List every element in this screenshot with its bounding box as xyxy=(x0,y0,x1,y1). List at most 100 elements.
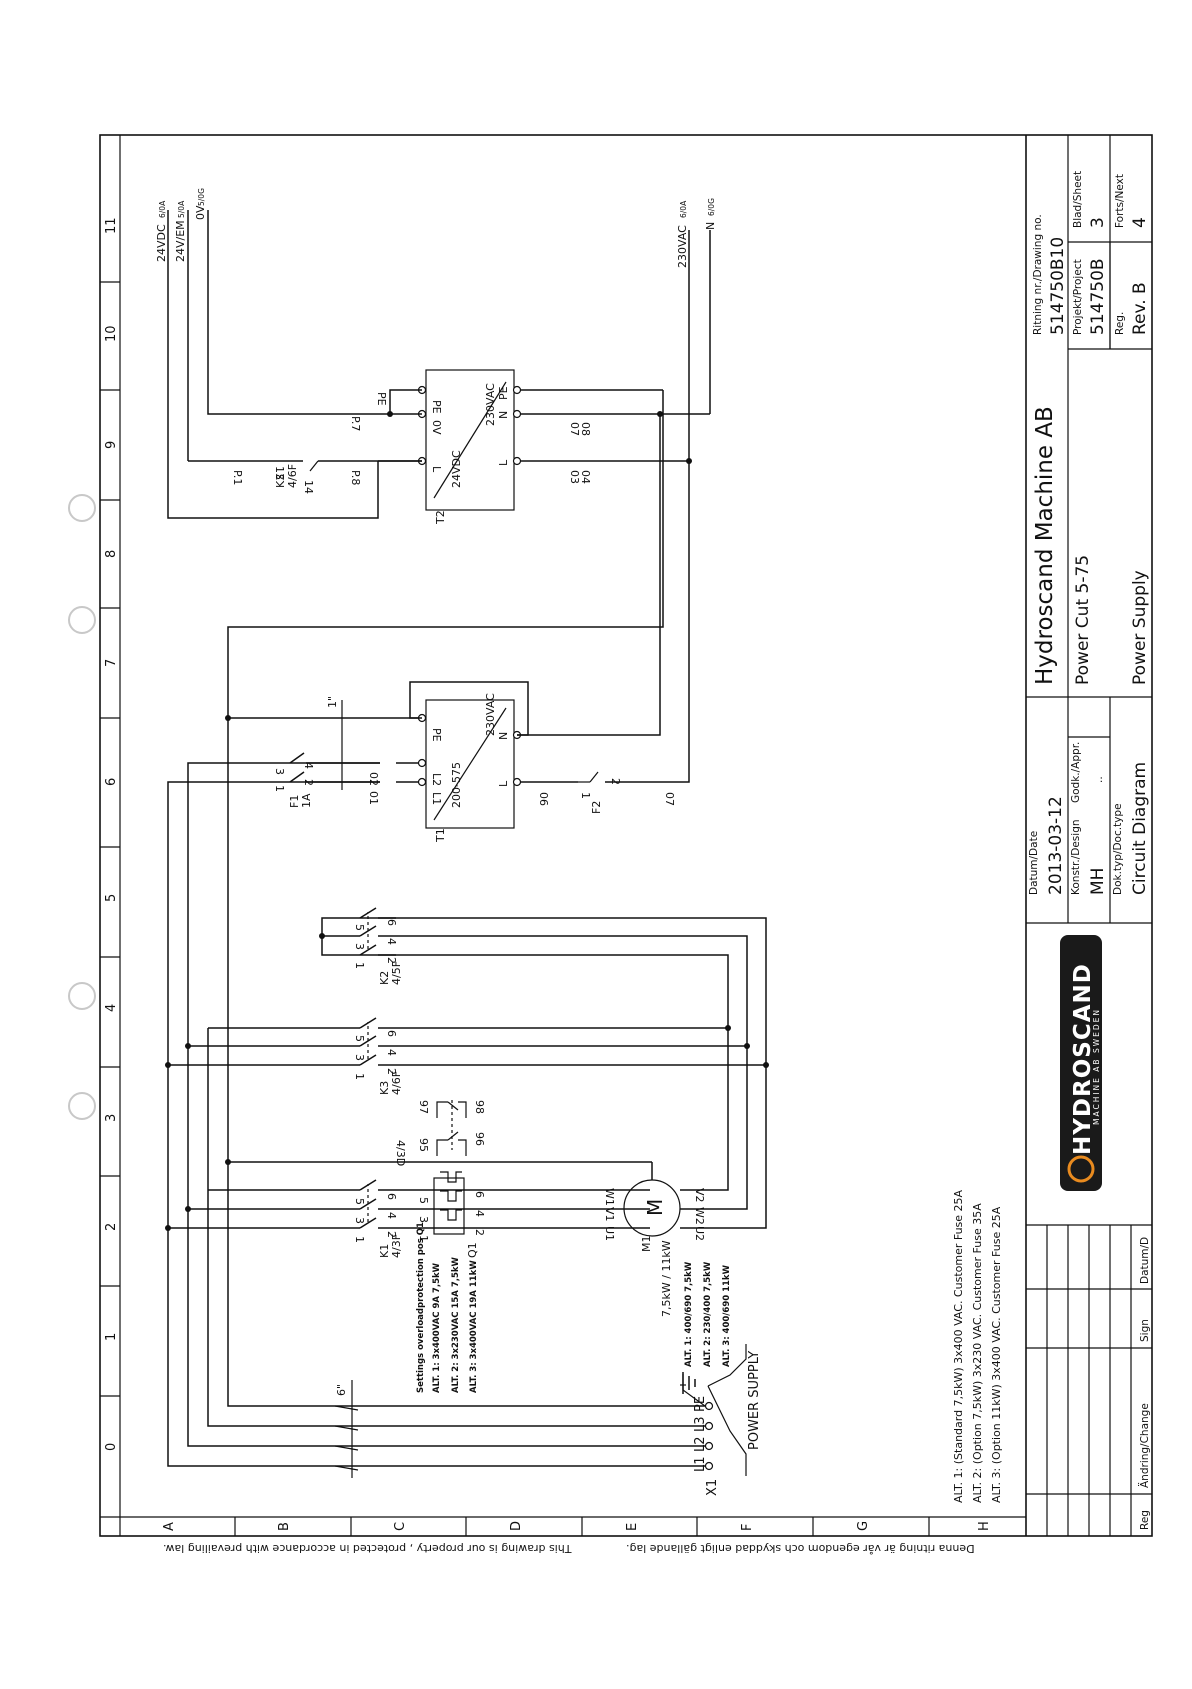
wire-24v xyxy=(167,210,379,519)
project-label: Projekt/Project xyxy=(1072,259,1084,335)
wire-pe xyxy=(227,390,705,1407)
t1-pe-link xyxy=(409,681,529,736)
contact-blade xyxy=(359,1054,377,1066)
title-block: Reg Ändring/Change Sign Datum/D HYDROSCA… xyxy=(1026,135,1152,1536)
k2-term-6: 6 xyxy=(385,919,398,926)
q1-aux-97: 97 xyxy=(417,1100,430,1114)
legal-notice-english: This drawing is our property , protected… xyxy=(163,1542,572,1555)
t2-term-pe-out: PE xyxy=(430,400,443,414)
overload-title: Settings overloadprotection pos Q1 xyxy=(416,1222,426,1393)
q1-aux-ref: 4/3D xyxy=(394,1140,407,1166)
contactor-group xyxy=(289,752,396,1229)
motor-w1: W1 xyxy=(603,1188,616,1206)
contactor-k1: K1 4/3F 1 3 5 2 4 6 xyxy=(353,1193,403,1258)
motor-symbol xyxy=(623,1179,681,1237)
t1-term-n: N xyxy=(497,732,510,740)
row-label-A: A xyxy=(162,1522,177,1531)
q1-aux-contact-a xyxy=(436,1139,448,1156)
revision-label: Reg. xyxy=(1114,312,1126,335)
drawing-no-label: Ritning nr./Drawing no. xyxy=(1032,214,1044,335)
row-labels: A B C D E F G H xyxy=(162,1521,992,1531)
t1-term-pe: PE xyxy=(430,728,443,742)
f1-rating: 1A xyxy=(300,793,313,808)
wire-07b: 07 xyxy=(568,422,581,436)
binder-hole xyxy=(68,494,96,522)
wire-01: 01 xyxy=(367,791,380,805)
note-alt3: ALT. 3: (Option 11kW) 3x400 VAC. Custome… xyxy=(990,1206,1003,1503)
wire-06: 06 xyxy=(537,792,550,806)
f1-term-2: 2 xyxy=(302,779,315,786)
q1-aux-96: 96 xyxy=(473,1132,486,1146)
output-0v: 0V xyxy=(194,205,207,220)
wire-03: 03 xyxy=(568,470,581,484)
revision-value: Rev. B xyxy=(1130,282,1150,335)
company-name: Hydroscand Machine AB xyxy=(1032,406,1058,685)
k3-term-6: 6 xyxy=(385,1030,398,1037)
f2-label: F2 xyxy=(590,801,603,814)
k2-term-1: 1 xyxy=(353,962,366,969)
rev-header-sign: Sign xyxy=(1139,1319,1151,1342)
pin-p8: P.8 xyxy=(349,470,362,485)
doctype-value: Circuit Diagram xyxy=(1130,762,1150,895)
column-label-9: 9 xyxy=(104,441,119,449)
output-24vdc: 24VDC xyxy=(155,224,168,262)
output-230vac-ref: 6/0A xyxy=(679,200,688,218)
binder-hole xyxy=(68,982,96,1010)
motor-u1: U1 xyxy=(603,1226,616,1241)
k3-term-4: 4 xyxy=(385,1049,398,1056)
motor-rating-alt3: ALT. 3: 400/690 11kW xyxy=(722,1264,732,1367)
t1-cable-label: 1" xyxy=(326,696,339,708)
column-labels: 0 1 2 3 4 5 6 7 8 9 10 11 xyxy=(104,217,119,1451)
k1-label: K1 xyxy=(378,1244,391,1258)
overload-alt2: ALT. 2: 3x230VAC 15A 7,5kW xyxy=(451,1256,461,1393)
k3-ref: 4/6F xyxy=(390,1071,403,1095)
row-label-B: B xyxy=(277,1522,292,1531)
outer-frame xyxy=(99,134,1153,1537)
k3b-ref: 4/6F xyxy=(286,464,299,488)
output-0v-ref: 5/0G xyxy=(197,188,206,206)
q1-body xyxy=(433,1177,465,1235)
t1-term-l: L xyxy=(497,780,510,787)
motor-v2-wire xyxy=(396,954,729,1191)
k1-term-5: 5 xyxy=(353,1198,366,1205)
binder-hole xyxy=(68,1092,96,1120)
wire-l3 xyxy=(207,1028,705,1427)
wire-04: 04 xyxy=(579,470,592,484)
column-label-2: 2 xyxy=(104,1223,119,1231)
product-name: Power Cut 5-75 xyxy=(1073,555,1093,685)
rev-header-date: Datum/D xyxy=(1139,1237,1151,1284)
supply-brace xyxy=(707,1385,747,1476)
column-label-8: 8 xyxy=(104,550,119,558)
fuse-f2: F2 1 2 07 xyxy=(517,411,692,814)
row-label-G: G xyxy=(856,1521,871,1531)
supply-cable-label: 6" xyxy=(335,1384,348,1396)
t2-term-l-out: L xyxy=(430,466,443,473)
terminal-x1-label: X1 xyxy=(705,1479,720,1496)
overload-alt1: ALT. 1: 3x400VAC 9A 7,5kW xyxy=(432,1262,442,1393)
k3-label: K3 xyxy=(378,1081,391,1095)
q1-aux-98: 98 xyxy=(473,1100,486,1114)
t1-input: 200-575 xyxy=(450,762,463,808)
k2-term-5: 5 xyxy=(353,924,366,931)
sheet-value: 3 xyxy=(1088,217,1108,228)
company-logo xyxy=(1060,935,1102,1191)
motor-u2-wire xyxy=(396,917,767,1229)
t1-label: T1 xyxy=(434,828,447,843)
motor-protector-q1: Q1 1 3 5 2 4 6 95 96 97 98 4/3D xyxy=(394,1100,650,1258)
k3b-term-14: 14 xyxy=(302,480,315,494)
overload-alt3: ALT. 3: 3x400VAC 19A 11kW xyxy=(469,1260,479,1393)
motor-v2: V2 xyxy=(693,1188,706,1203)
f2-term-2: 2 xyxy=(609,778,622,785)
column-label-4: 4 xyxy=(104,1004,119,1012)
contactor-k3-aux: K3 4/6F 13 14 P.1 P.8 xyxy=(167,210,422,519)
q1-term-5: 5 xyxy=(417,1197,430,1204)
logo-subtext: MACHINE AB SWEDEN xyxy=(1092,1008,1101,1125)
t2-output: 24VDC xyxy=(450,450,463,488)
motor-rating-alt1: ALT. 1: 400/690 7,5kW xyxy=(684,1261,694,1367)
row-label-H: H xyxy=(977,1521,992,1531)
motor-rating-title: 7,5kW / 11kW xyxy=(660,1240,673,1317)
f1-term-1: 1 xyxy=(273,785,286,792)
date-label: Datum/Date xyxy=(1028,831,1040,895)
pin-p1: P.1 xyxy=(231,470,244,485)
column-label-3: 3 xyxy=(104,1114,119,1122)
